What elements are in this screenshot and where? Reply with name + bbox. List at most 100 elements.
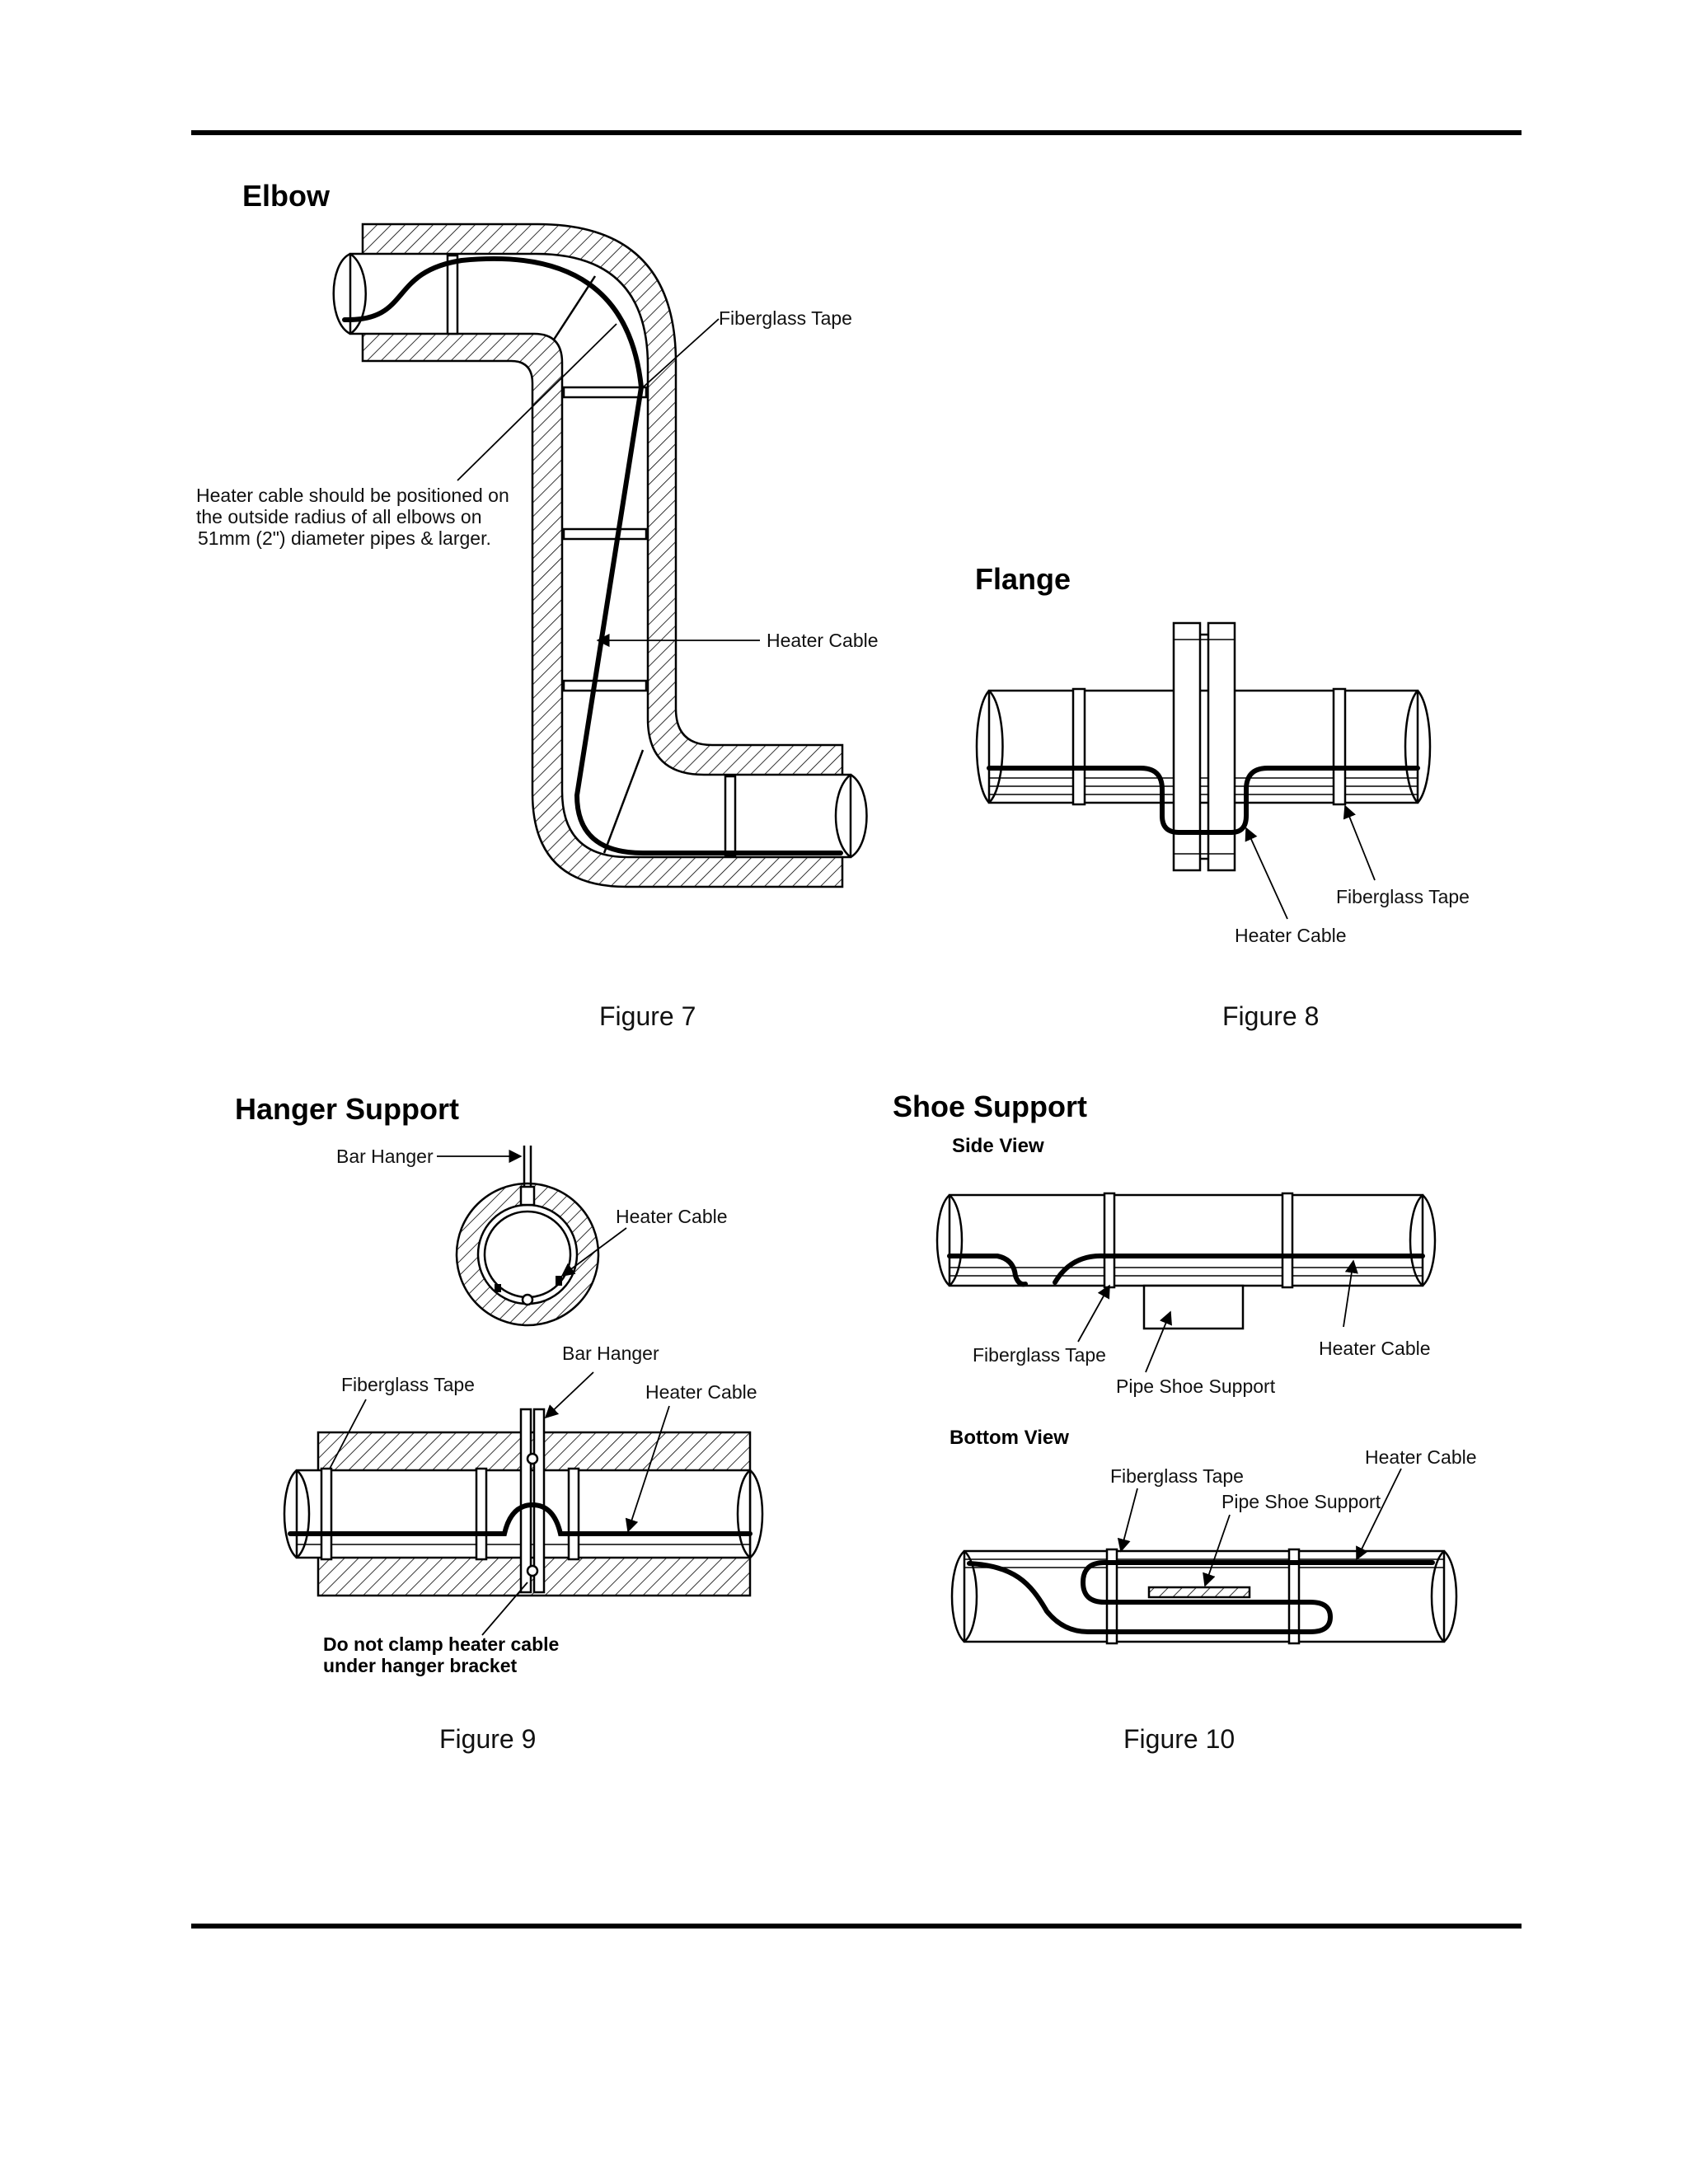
hanger-section-clamp xyxy=(519,1185,536,1207)
shoe-side-heater-cable xyxy=(947,1254,1028,1287)
elbow-tape-leader xyxy=(642,318,720,388)
elbow-joint-upper xyxy=(552,275,597,340)
flange-pipe-end-left xyxy=(975,690,990,804)
figure-9-title: Hanger Support xyxy=(235,1092,459,1126)
elbow-note-line-3: 51mm (2") diameter pipes & larger. xyxy=(198,527,491,549)
flange-heater-cable xyxy=(987,766,1420,835)
shoe-bottom-heater-cable-label: Heater Cable xyxy=(1365,1446,1477,1468)
shoe-bottom-tape-leader xyxy=(1117,1488,1138,1553)
figure-10-shoe-support: Shoe Support Side View Fiberglass Tape P… xyxy=(893,1090,1477,1754)
elbow-tape-2 xyxy=(562,386,648,399)
shoe-side-cable-leader xyxy=(1343,1259,1358,1328)
elbow-pipe xyxy=(349,252,852,859)
elbow-heater-cable-label: Heater Cable xyxy=(767,630,879,651)
hanger-tape-1 xyxy=(320,1467,333,1561)
shoe-bottom-pipe-end-right xyxy=(1443,1550,1458,1643)
hanger-bolt-top xyxy=(526,1452,539,1465)
shoe-bottom-cable-leader xyxy=(1356,1468,1402,1561)
figure-7-caption: Figure 7 xyxy=(599,1001,696,1031)
figure-9-hanger-support: Hanger Support Bar Hanger Heater Cable xyxy=(235,1092,764,1754)
elbow-note-line-1: Heater cable should be positioned on xyxy=(196,485,509,506)
shoe-side-pipe-shoe-label: Pipe Shoe Support xyxy=(1116,1376,1276,1397)
flange-pipe xyxy=(987,689,1419,804)
flange-pipe-end-right xyxy=(1417,690,1432,804)
hanger-fiberglass-tape-label: Fiberglass Tape xyxy=(341,1374,475,1395)
figure-7-title: Elbow xyxy=(242,179,331,213)
hanger-long-pipe-end-left xyxy=(283,1469,298,1558)
flange-cable-leader xyxy=(1245,827,1288,920)
elbow-pipe-end-left-inner xyxy=(349,252,367,335)
elbow-tape-3 xyxy=(562,527,648,541)
shoe-side-tape-leader xyxy=(1077,1284,1110,1343)
shoe-side-pipe-end-right xyxy=(1422,1194,1437,1286)
shoe-side-pipe xyxy=(948,1193,1424,1287)
hanger-heater-cable xyxy=(288,1502,753,1536)
hanger-bar-hanger-label: Bar Hanger xyxy=(562,1343,659,1364)
shoe-bottom-pipe-shoe-label: Pipe Shoe Support xyxy=(1221,1491,1381,1512)
elbow-note-line-2: the outside radius of all elbows on xyxy=(196,506,482,527)
elbow-heater-cable xyxy=(342,255,843,855)
flange-fiberglass-tape-label: Fiberglass Tape xyxy=(1336,886,1470,907)
shoe-bottom-fiberglass-tape-label: Fiberglass Tape xyxy=(1110,1465,1244,1487)
figure-9-caption: Figure 9 xyxy=(439,1724,536,1754)
shoe-bottom-shoe-plate xyxy=(1147,1586,1251,1599)
hanger-section-bolt xyxy=(521,1293,534,1306)
shoe-bottom-view-title: Bottom View xyxy=(950,1427,1069,1449)
flange-tape-leader xyxy=(1343,804,1376,881)
hanger-section-cable-b xyxy=(556,1276,562,1286)
hanger-heater-cable-label: Heater Cable xyxy=(645,1381,757,1403)
shoe-side-shoe-block xyxy=(1142,1284,1245,1330)
hanger-bar-hanger-leader xyxy=(544,1371,594,1419)
hanger-long-pipe-end-right xyxy=(749,1469,764,1558)
figure-8-caption: Figure 8 xyxy=(1222,1001,1319,1031)
flange-plate-right xyxy=(1207,621,1236,872)
hanger-rod-right xyxy=(532,1408,546,1594)
shoe-bottom-pipe-end-right-inner xyxy=(1430,1550,1445,1643)
shoe-side-pipe-end-left xyxy=(935,1194,950,1286)
figure-8-title: Flange xyxy=(975,562,1071,596)
elbow-pipe-end-right xyxy=(850,773,868,859)
shoe-side-tape-2 xyxy=(1281,1192,1294,1289)
elbow-pipe-end-left xyxy=(332,252,351,335)
hanger-long-pipe-end-right-inner xyxy=(736,1469,751,1558)
shoe-bottom-pipe-end-left-inner xyxy=(964,1550,978,1643)
hanger-tape-3 xyxy=(567,1467,580,1561)
figure-10-caption: Figure 10 xyxy=(1123,1724,1235,1754)
elbow-fiberglass-tape-label: Fiberglass Tape xyxy=(719,307,852,329)
shoe-bottom-heater-cable xyxy=(967,1560,1435,1634)
flange-plate-left xyxy=(1172,621,1202,872)
hanger-long-pipe-end-left-inner xyxy=(296,1469,311,1558)
elbow-tape-4 xyxy=(562,679,648,692)
shoe-bottom-pipe-end-left xyxy=(950,1550,965,1643)
shoe-side-tape-1 xyxy=(1103,1192,1116,1289)
hanger-heater-cable-top-label: Heater Cable xyxy=(616,1206,728,1227)
hanger-rod-left xyxy=(519,1408,532,1594)
hanger-warning-line-1: Do not clamp heater cable xyxy=(323,1633,559,1655)
figure-7-elbow: Elbow Fiberglass Tape Heater Cable Heate… xyxy=(196,179,879,1031)
elbow-pipe-end-right-inner xyxy=(834,774,851,858)
shoe-side-pipe-end-left-inner xyxy=(949,1194,964,1286)
shoe-side-shoe-leader xyxy=(1145,1310,1172,1373)
shoe-side-view-title: Side View xyxy=(952,1135,1044,1157)
hanger-bolt-bottom xyxy=(526,1564,539,1577)
hanger-warning-line-2: under hanger bracket xyxy=(323,1655,518,1676)
hanger-section-pipe-outer xyxy=(476,1203,579,1305)
shoe-side-heater-cable-2 xyxy=(1053,1253,1425,1285)
shoe-side-pipe-end-right-inner xyxy=(1409,1194,1423,1286)
hanger-bar-hanger-top-label: Bar Hanger xyxy=(336,1146,434,1167)
hanger-cable-leader xyxy=(625,1405,670,1533)
elbow-tape-5 xyxy=(724,775,737,857)
flange-tape-right xyxy=(1332,687,1347,806)
hanger-tape-leader xyxy=(329,1399,367,1469)
flange-heater-cable-label: Heater Cable xyxy=(1235,925,1347,946)
elbow-tape-1 xyxy=(446,254,459,335)
flange-tape-left xyxy=(1071,687,1086,806)
hanger-section-cable-a xyxy=(495,1284,501,1292)
hanger-section-cable-leader xyxy=(560,1227,627,1277)
hanger-tape-2 xyxy=(475,1467,488,1561)
shoe-bottom-tape-2 xyxy=(1287,1548,1301,1645)
figure-10-title: Shoe Support xyxy=(893,1090,1087,1123)
shoe-bottom-tape-1 xyxy=(1105,1548,1118,1645)
